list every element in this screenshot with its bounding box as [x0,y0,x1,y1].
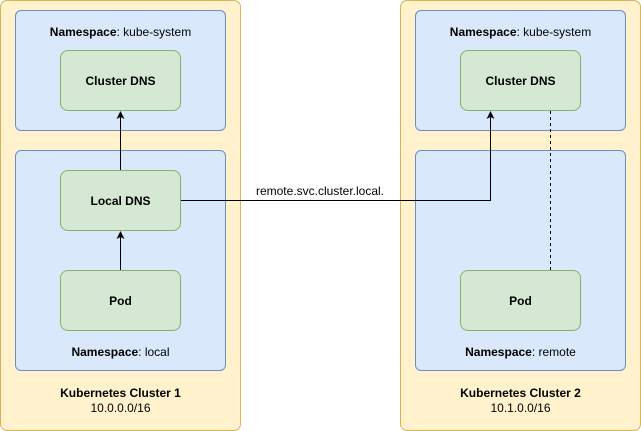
cluster-2-kube-system-label: Namespace: kube-system [415,25,626,39]
namespace-value: : local [138,345,170,359]
cluster-1-title: Kubernetes Cluster 1 [60,386,181,400]
cluster-1-pod-label: Pod [109,293,132,308]
namespace-key: Namespace [71,345,139,359]
cluster-2-cluster-dns[interactable]: Cluster DNS [460,50,581,111]
namespace-key: Namespace [49,25,117,39]
cluster-1-cluster-dns-label: Cluster DNS [85,73,156,88]
cluster-2-pod-label: Pod [509,293,532,308]
cluster-1-local-label: Namespace: local [15,345,226,359]
cluster-2-caption: Kubernetes Cluster 2 10.1.0.0/16 [400,386,641,416]
cluster-2-title: Kubernetes Cluster 2 [460,386,581,400]
namespace-key: Namespace [449,25,517,39]
cluster-2-cidr: 10.1.0.0/16 [490,401,551,415]
arrowhead [116,231,125,239]
cluster-2-namespace-remote [415,150,626,371]
edge-label-remote-svc: remote.svc.cluster.local. [240,184,400,198]
arrowhead [486,111,495,119]
cluster-2-remote-label: Namespace: remote [415,345,626,359]
cluster-1-caption: Kubernetes Cluster 1 10.0.0.0/16 [0,386,241,416]
edge-label-text: remote.svc.cluster.local. [255,184,385,198]
namespace-value: : remote [531,345,576,359]
namespace-value: : kube-system [516,25,592,39]
remote-forward-arrow [181,112,491,201]
namespace-key: Namespace [465,345,532,359]
cluster-1-cluster-dns[interactable]: Cluster DNS [60,50,181,111]
arrowhead [116,111,125,119]
cluster-2-cluster-dns-label: Cluster DNS [485,73,556,88]
cluster-1-pod[interactable]: Pod [60,270,181,331]
cluster-1-local-dns[interactable]: Local DNS [60,170,181,231]
cluster-1-local-dns-label: Local DNS [90,193,151,208]
namespace-value: : kube-system [116,25,192,39]
cluster-2-pod[interactable]: Pod [460,270,581,331]
cluster-1-cidr: 10.0.0.0/16 [90,401,151,415]
cluster-1-kube-system-label: Namespace: kube-system [15,25,226,39]
